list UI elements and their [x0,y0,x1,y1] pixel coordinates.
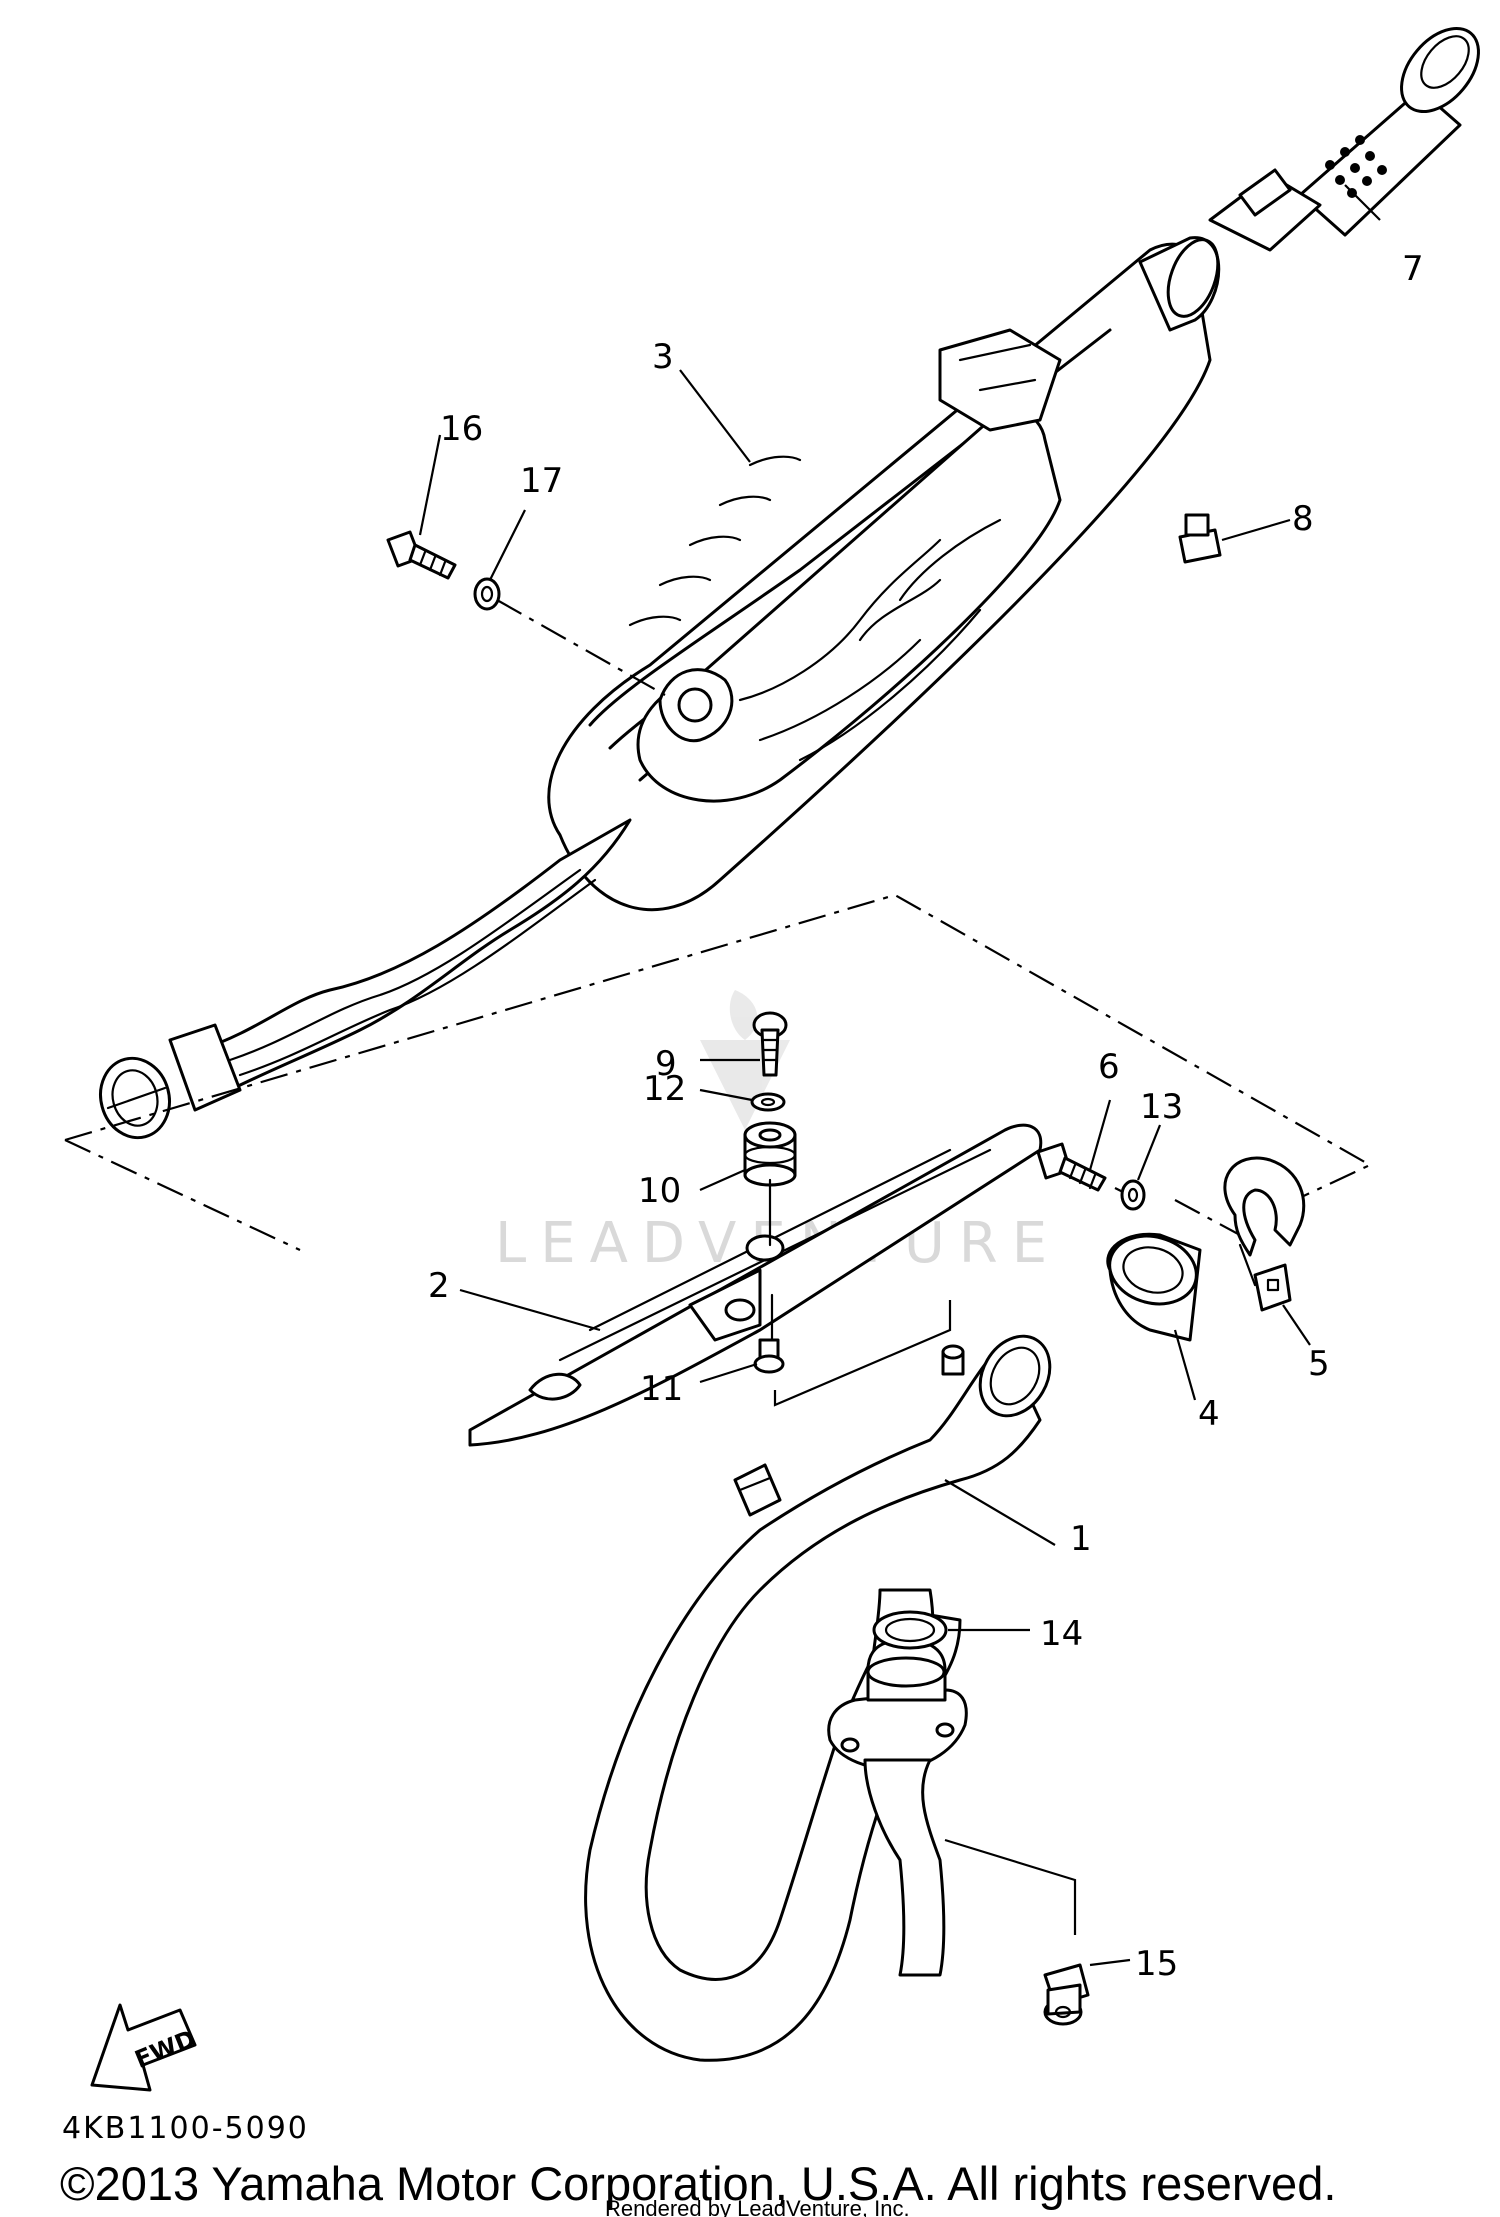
rendered-by-text: Rendered by LeadVenture, Inc. [605,2196,910,2217]
copyright-text: ©2013 Yamaha Motor Corporation, U.S.A. A… [60,2157,1336,2210]
callout-9: 9 [655,1044,677,1084]
fwd-arrow-icon: FWD [90,2003,200,2092]
callout-12: 12 [643,1069,686,1109]
nut-part-8 [1178,513,1222,564]
exhaust-pipe-part-1 [584,1334,1052,2062]
grommet-part-10 [743,1121,797,1187]
callout-16: 16 [440,409,483,449]
callout-5: 5 [1308,1344,1330,1384]
callout-13: 13 [1140,1087,1183,1127]
callout-4: 4 [1198,1394,1220,1434]
callout-8: 8 [1292,499,1314,539]
callout-2: 2 [428,1266,450,1306]
protector-part-2 [468,1123,1043,1447]
part-code: 4KB1100-5090 [62,2111,309,2146]
clamp-part-5 [1223,1156,1306,1312]
spark-arrester-part-7 [1208,26,1480,252]
washer-part-12 [750,1092,786,1112]
callout-10: 10 [638,1171,681,1211]
nut-part-15 [1043,1963,1090,2026]
callout-7: 7 [1402,249,1424,289]
bolt-part-9 [752,1011,788,1077]
gasket-part-14 [872,1610,948,1650]
gasket-part-4 [1106,1232,1202,1342]
callout-3: 3 [652,337,674,377]
callouts: 1 2 3 4 5 6 7 8 9 10 11 12 13 14 15 16 1… [428,249,1424,1984]
muffler-part-3 [99,236,1221,1140]
bolt-part-16 [386,530,457,580]
bolt-part-6 [1036,1142,1107,1192]
callout-1: 1 [1070,1519,1092,1559]
collar-part-11 [753,1338,785,1374]
washer-part-13 [1120,1179,1146,1211]
washer-part-17 [473,577,501,611]
callout-11: 11 [640,1369,683,1409]
leader-lines [418,184,1381,1967]
callout-14: 14 [1040,1614,1083,1654]
callout-6: 6 [1098,1047,1120,1087]
callout-17: 17 [520,461,563,501]
callout-15: 15 [1135,1944,1178,1984]
